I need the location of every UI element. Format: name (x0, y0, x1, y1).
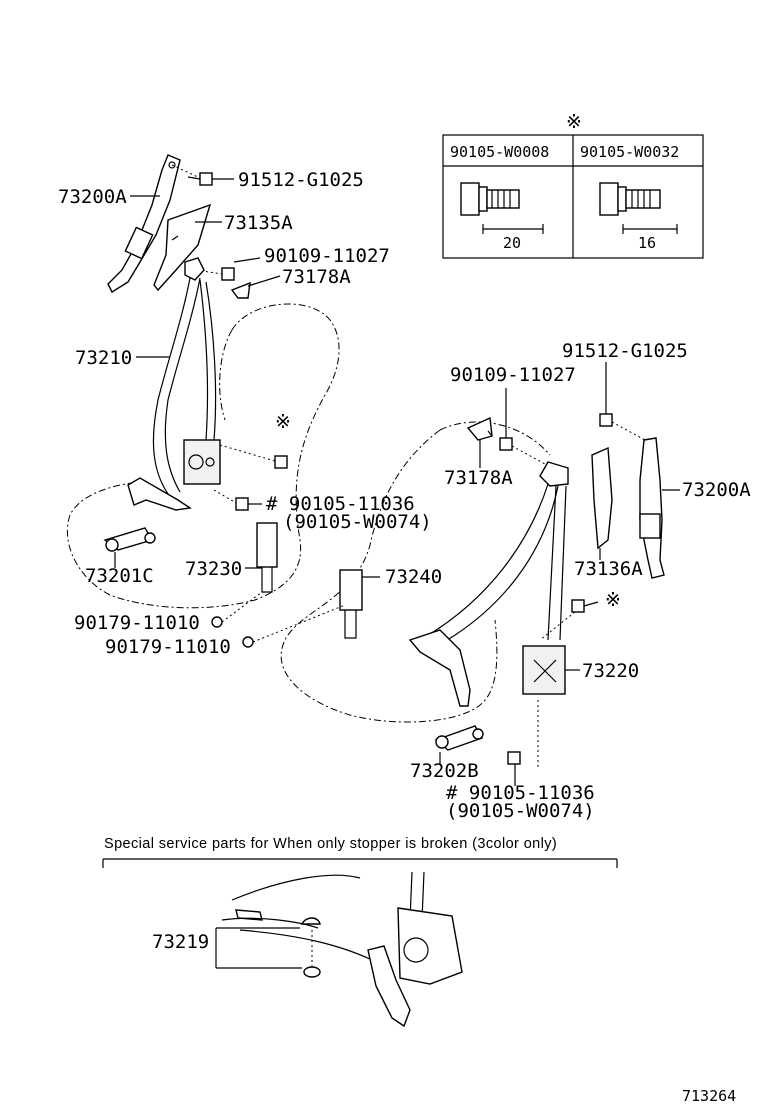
bolt-length-20: 20 (503, 234, 521, 252)
bolt-91512-right-icon (599, 362, 646, 441)
label-90105-w0074-bottom: (90105-W0074) (446, 800, 595, 822)
label-73220: 73220 (582, 660, 639, 682)
cover-73136a (591, 446, 613, 550)
bolt-20mm-icon (460, 182, 544, 234)
label-90105-11036-bottom: # 90105-11036 (446, 782, 595, 804)
bolt-reference-right-icon (539, 599, 599, 641)
bolt-part-number-w0008: 90105-W0008 (450, 143, 549, 161)
cover-73178a-right (466, 416, 493, 441)
table-reference-mark: ※ (566, 111, 582, 133)
label-73210: 73210 (75, 347, 132, 369)
label-90179-11010-a: 90179-11010 (74, 612, 200, 634)
bolt-length-16: 16 (638, 234, 656, 252)
label-91512-g1025-right: 91512-G1025 (562, 340, 688, 362)
label-90105-11036-left: # 90105-11036 (266, 493, 415, 515)
callout-labels: 73200A 91512-G1025 73135A 90109-11027 73… (58, 169, 751, 822)
belt-assembly-right (408, 461, 569, 707)
special-service-note: Special service parts for When only stop… (104, 836, 557, 852)
bolt-91512-left-icon (171, 164, 213, 186)
upper-anchor-73200a-right (639, 437, 665, 579)
floor-anchor-73202b (434, 725, 484, 751)
diagram-number: 713264 (682, 1087, 736, 1105)
leader-73219 (215, 927, 302, 969)
bolt-90109-right-icon (499, 388, 557, 471)
label-90105-w0074-left: (90105-W0074) (283, 511, 432, 533)
label-73200a-left: 73200A (58, 186, 127, 208)
label-73178a-right: 73178A (444, 467, 513, 489)
reference-mark-right: ※ (605, 589, 621, 611)
bolt-16mm-icon (599, 182, 678, 234)
special-service-bracket (102, 858, 618, 868)
label-73230: 73230 (185, 558, 242, 580)
nut-90179-a-icon (211, 616, 223, 628)
label-73202b: 73202B (410, 760, 479, 782)
bolt-reference-left-icon (219, 444, 288, 469)
label-73178a-left: 73178A (282, 266, 351, 288)
floor-anchor-73201c (103, 527, 156, 552)
label-73200a-right: 73200A (682, 479, 751, 501)
belt-assembly-73210 (127, 257, 221, 511)
label-73201c: 73201C (85, 565, 154, 587)
buckle-73240 (339, 569, 363, 639)
right-seat-outline (280, 421, 551, 723)
label-73135a: 73135A (224, 212, 293, 234)
label-90179-11010-b: 90179-11010 (105, 636, 231, 658)
reference-mark-left: ※ (275, 411, 291, 433)
label-91512-g1025-left: 91512-G1025 (238, 169, 364, 191)
label-73240: 73240 (385, 566, 442, 588)
label-73219: 73219 (152, 931, 209, 953)
bolt-90109-left-icon (195, 267, 235, 281)
upper-anchor-73200a-left (107, 154, 181, 294)
bolt-90105-left-icon (213, 489, 249, 511)
stopper-detail-drawing (221, 871, 463, 1028)
buckle-73230 (256, 522, 278, 593)
label-90109-11027-right: 90109-11027 (450, 364, 576, 386)
bolt-part-number-w0032: 90105-W0032 (580, 143, 679, 161)
leader-lines (114, 178, 680, 786)
label-90109-11027-left: 90109-11027 (264, 245, 390, 267)
cover-73178a-left (230, 281, 251, 299)
label-73136a: 73136A (574, 558, 643, 580)
cover-73135a (153, 203, 212, 292)
bolt-reference-table: ※ 90105-W0008 90105-W0032 20 16 (442, 111, 704, 259)
bolt-90105-bottom-icon (507, 700, 539, 770)
left-seat-outline (66, 303, 340, 609)
nut-90179-b-icon (242, 636, 254, 648)
